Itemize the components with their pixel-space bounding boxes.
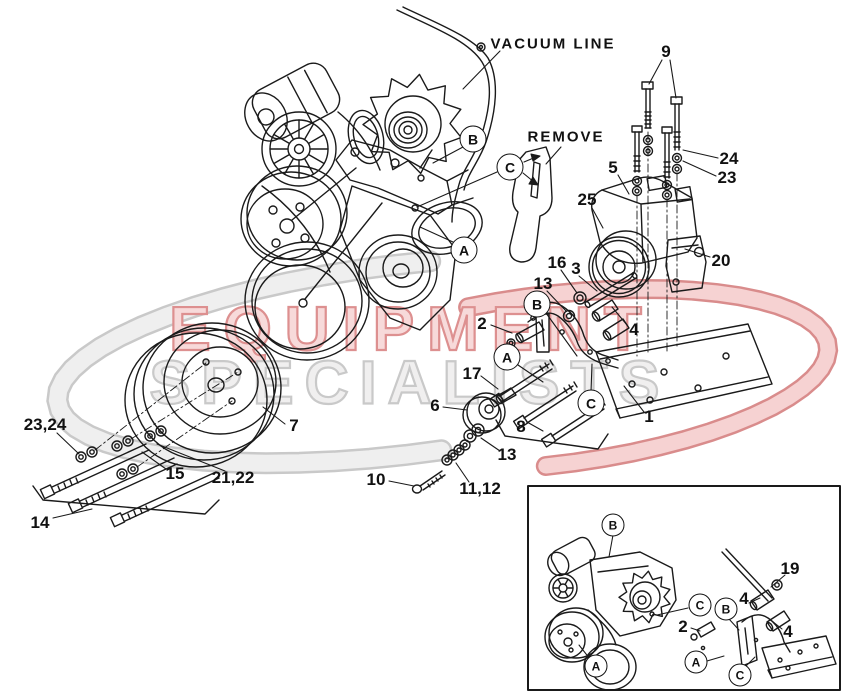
callout-9: 9 <box>661 42 671 61</box>
washers-15-21-22 <box>75 425 167 480</box>
inset-view-letter-a-bracket: A <box>684 650 708 674</box>
callout-14: 14 <box>30 513 50 532</box>
callout-5: 5 <box>608 158 618 177</box>
remove-label: REMOVE <box>527 128 605 146</box>
pulley-item-7 <box>124 322 282 468</box>
callout-13-lower: 13 <box>497 445 517 464</box>
callout-1: 1 <box>644 407 654 426</box>
bolts-14-group-bracket <box>32 485 220 515</box>
callout-20: 20 <box>711 251 731 270</box>
callout-16: 16 <box>547 253 567 272</box>
callout-4: 4 <box>629 320 639 339</box>
inset-callout-2: 2 <box>678 617 688 636</box>
idler-pulley-spoked <box>261 111 337 187</box>
inset-view-letter-b-engine: B <box>601 513 625 537</box>
callout-10: 10 <box>366 470 386 489</box>
bolts-14-group <box>32 362 239 528</box>
washers-13-lower <box>463 423 485 443</box>
inset-view-letter-a-engine: A <box>584 654 608 678</box>
view-letter-b-upper: B <box>459 125 487 153</box>
remove-arrows <box>522 153 541 186</box>
callout-21-22: 21,22 <box>211 468 255 487</box>
middle-hardware <box>411 271 773 494</box>
callout-23: 23 <box>717 168 737 187</box>
inset-leader-lines <box>578 534 786 668</box>
callout-15: 15 <box>165 464 185 483</box>
callout-24: 24 <box>719 149 739 168</box>
inset-callout-19: 19 <box>780 559 800 578</box>
inset-callout-4-lower: 4 <box>783 622 793 641</box>
spring-washers-11-12 <box>441 439 471 466</box>
inset-view-letter-b-bracket: B <box>714 597 738 621</box>
view-letter-a-lower: A <box>493 343 521 371</box>
view-letter-b-lower: B <box>523 290 551 318</box>
bolt-10 <box>411 470 446 494</box>
inset-view-letter-c-engine: C <box>688 593 712 617</box>
callout-17: 17 <box>462 364 482 383</box>
vacuum-line-screw <box>476 42 486 52</box>
spacer-17 <box>495 387 517 405</box>
view-letter-c-lower: C <box>577 389 605 417</box>
bolts-8-group-bracket <box>495 419 609 450</box>
view-letter-a-upper: A <box>450 236 478 264</box>
callout-3: 3 <box>571 259 581 278</box>
spacers-4 <box>591 299 630 341</box>
spacer-2 <box>506 321 545 348</box>
stud-3 <box>584 271 638 309</box>
callout-6: 6 <box>430 396 440 415</box>
nut-16 <box>573 291 587 305</box>
callout-25: 25 <box>577 190 597 209</box>
vacuum-line-hose <box>396 6 497 223</box>
engine-assembly <box>124 62 483 468</box>
crank-pulley <box>244 202 383 361</box>
compressor <box>588 174 707 298</box>
inset-engine <box>544 536 677 691</box>
mounting-bolts-9 <box>631 81 683 357</box>
view-letter-c-upper: C <box>496 153 524 181</box>
callout-11-12: 11,12 <box>459 479 501 498</box>
callout-23-24: 23,24 <box>23 415 67 434</box>
callout-2: 2 <box>477 314 487 333</box>
callout-7: 7 <box>289 416 299 435</box>
leader-lines <box>52 50 719 519</box>
starter-motor <box>244 62 341 142</box>
inset-callout-4-upper: 4 <box>739 589 749 608</box>
inset-view-letter-c-bracket: C <box>728 663 752 687</box>
callout-13-upper: 13 <box>533 274 553 293</box>
inset-installed-view <box>527 485 841 691</box>
base-plate-1 <box>595 323 773 419</box>
vacuum-line-label: VACUUM LINE <box>490 35 616 53</box>
clutch-pulley <box>588 230 657 298</box>
damper-pulley <box>358 234 438 310</box>
callout-8: 8 <box>516 417 526 436</box>
idler-pulley-6 <box>462 392 506 434</box>
